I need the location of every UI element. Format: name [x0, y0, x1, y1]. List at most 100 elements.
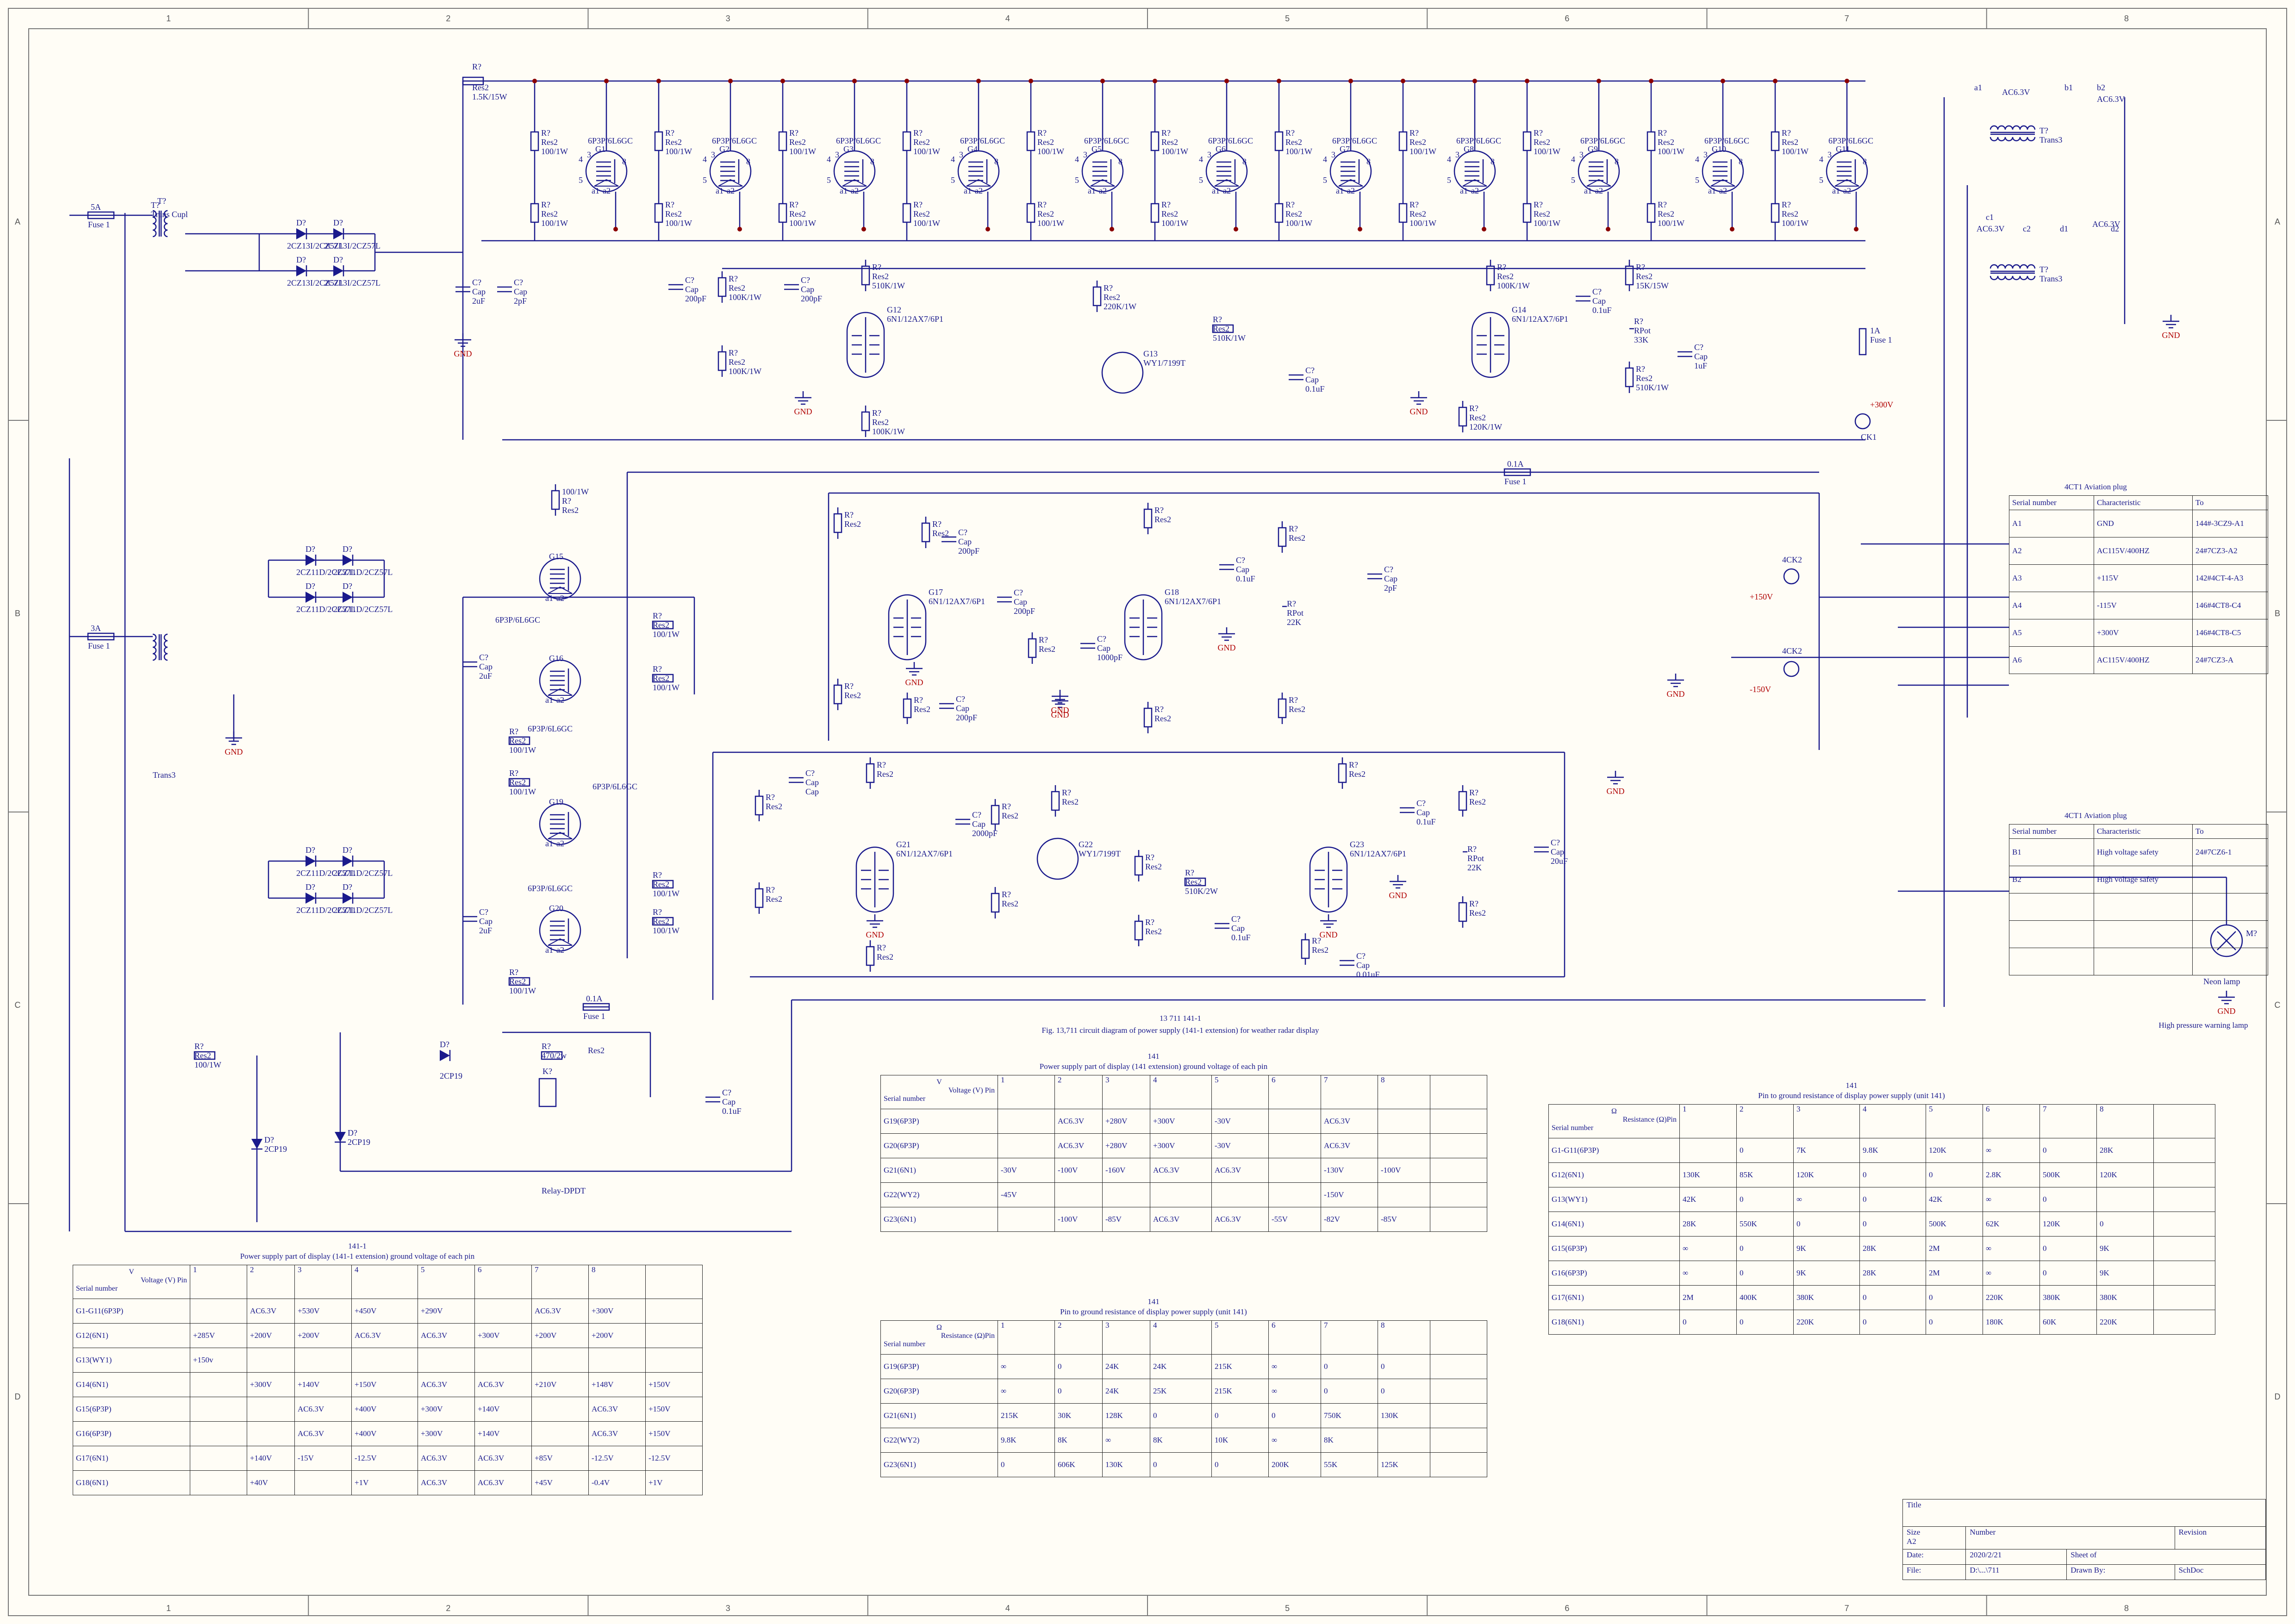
resistor-grid	[902, 203, 911, 223]
table-cell: G14(6N1)	[73, 1372, 190, 1397]
resistor-label: Res2	[1062, 797, 1079, 806]
resistor-label: 100/1W	[913, 147, 940, 156]
resistor-label: R?	[653, 611, 662, 620]
resistor-label: R?	[509, 968, 518, 977]
table-cell: -130V	[1321, 1158, 1378, 1183]
triode-label: 6N1/12AX7/6P1	[896, 849, 953, 858]
table-cell: G18(6N1)	[1548, 1310, 1680, 1335]
table-cell	[1430, 1354, 1487, 1379]
transformer-ref: T?	[157, 196, 166, 206]
transformer-coil	[2019, 137, 2028, 142]
table-cell: G13(WY1)	[73, 1348, 190, 1373]
capacitor-label: Cap	[685, 285, 698, 294]
resistor-label: 100/1W	[509, 745, 536, 755]
junction-dot	[1845, 79, 1849, 83]
capacitor-label: Cap	[956, 704, 969, 713]
junction-dot	[1649, 79, 1653, 83]
resistor	[193, 1051, 216, 1060]
table-cell: 62K	[1983, 1212, 2040, 1237]
fuse-label: Fuse 1	[88, 641, 110, 650]
capacitor-label: Cap	[1231, 924, 1245, 933]
resistor	[903, 698, 912, 718]
resistor	[1301, 939, 1310, 959]
resistor-label: R?	[1636, 262, 1645, 272]
aviation-plug-table-a-title: 4CT1 Aviation plug	[2064, 482, 2127, 491]
grid-row-label: A	[2275, 217, 2280, 226]
pin-label: 3	[1455, 150, 1459, 159]
diode	[306, 893, 316, 904]
table-cell: 2M	[1926, 1261, 1983, 1286]
resistor-label: R?	[1636, 364, 1645, 374]
table-cell: 606K	[1054, 1452, 1103, 1477]
table-cell: High voltage safety	[2094, 838, 2193, 866]
capacitor-label: Cap	[805, 787, 819, 796]
table-cell: ∞	[998, 1379, 1055, 1404]
resistor-label: 100/1W	[653, 630, 680, 639]
ground-label: GND	[1320, 930, 1338, 939]
diode-type: 2CZ11D/2CZ57L	[333, 568, 393, 577]
capacitor-label: 0.1uF	[1592, 306, 1612, 315]
resistor-label: Res2	[1469, 908, 1486, 918]
capacitor-label: 0.1uF	[1416, 817, 1436, 826]
junction-dot	[728, 79, 733, 83]
ground-label: GND	[454, 349, 472, 358]
resistor-label: R?	[1534, 128, 1543, 137]
table-cell: +1V	[351, 1470, 418, 1495]
table-cell	[2153, 1187, 2215, 1212]
pin-label: a1	[840, 186, 848, 195]
resistor-label: 100/1W	[1285, 147, 1312, 156]
ground-label: GND	[866, 930, 884, 939]
resistor-label: Res2	[1469, 413, 1486, 422]
resistor-label: R?	[541, 200, 550, 209]
resistor-label: Res2	[562, 506, 579, 515]
pin-label: 8	[1242, 157, 1247, 166]
diode-type: 2CZ13I/2CZ57L	[287, 278, 343, 287]
plug-header: To	[2192, 824, 2268, 839]
table-cell	[998, 1133, 1055, 1158]
connector-label: CK1	[1861, 432, 1877, 442]
table-cell: 0	[1321, 1379, 1378, 1404]
capacitor-label: Cap	[805, 778, 819, 787]
table-cell: +85V	[531, 1446, 589, 1471]
fuse-label: Fuse 1	[1870, 335, 1892, 344]
resistor-label: R?	[1782, 128, 1791, 137]
resistor-label: Res2	[1161, 209, 1178, 219]
table-cell	[998, 1207, 1055, 1232]
table-cell: 130K	[1102, 1452, 1150, 1477]
diode	[306, 856, 316, 867]
capacitor-label: 2000pF	[972, 829, 998, 838]
resistor-label: Res2	[194, 1051, 211, 1060]
capacitor-label: 2uF	[472, 296, 485, 306]
table-cell	[1102, 1182, 1150, 1207]
table-cell	[190, 1421, 247, 1446]
table-cell: 24#7CZ6-1	[2192, 838, 2268, 866]
junction-dot	[1224, 79, 1229, 83]
pin-header: 4	[1150, 1320, 1212, 1355]
table-cell: +300V	[418, 1421, 475, 1446]
triode-tube	[846, 312, 885, 378]
resistor	[508, 977, 530, 986]
pin-label: 4	[1695, 155, 1699, 164]
capacitor-label: Cap	[1014, 597, 1027, 606]
title-block-cell: Revision	[2174, 1526, 2266, 1549]
table-cell: +530V	[294, 1299, 352, 1324]
grid-row-label: B	[15, 609, 20, 618]
transformer-label: Trans3	[2039, 135, 2062, 144]
resistor-label: R?	[1145, 853, 1154, 862]
table-cell: G18(6N1)	[73, 1470, 190, 1495]
pin-header: 8	[588, 1265, 646, 1299]
table-cell: 0	[2039, 1236, 2097, 1261]
pin-header: 5	[1211, 1075, 1269, 1109]
resistor-label: R?	[1312, 936, 1321, 945]
tube-ref: G6	[1216, 144, 1226, 154]
resistor-label: 15K/15W	[1636, 281, 1669, 290]
grid-row-label: B	[2275, 609, 2280, 618]
